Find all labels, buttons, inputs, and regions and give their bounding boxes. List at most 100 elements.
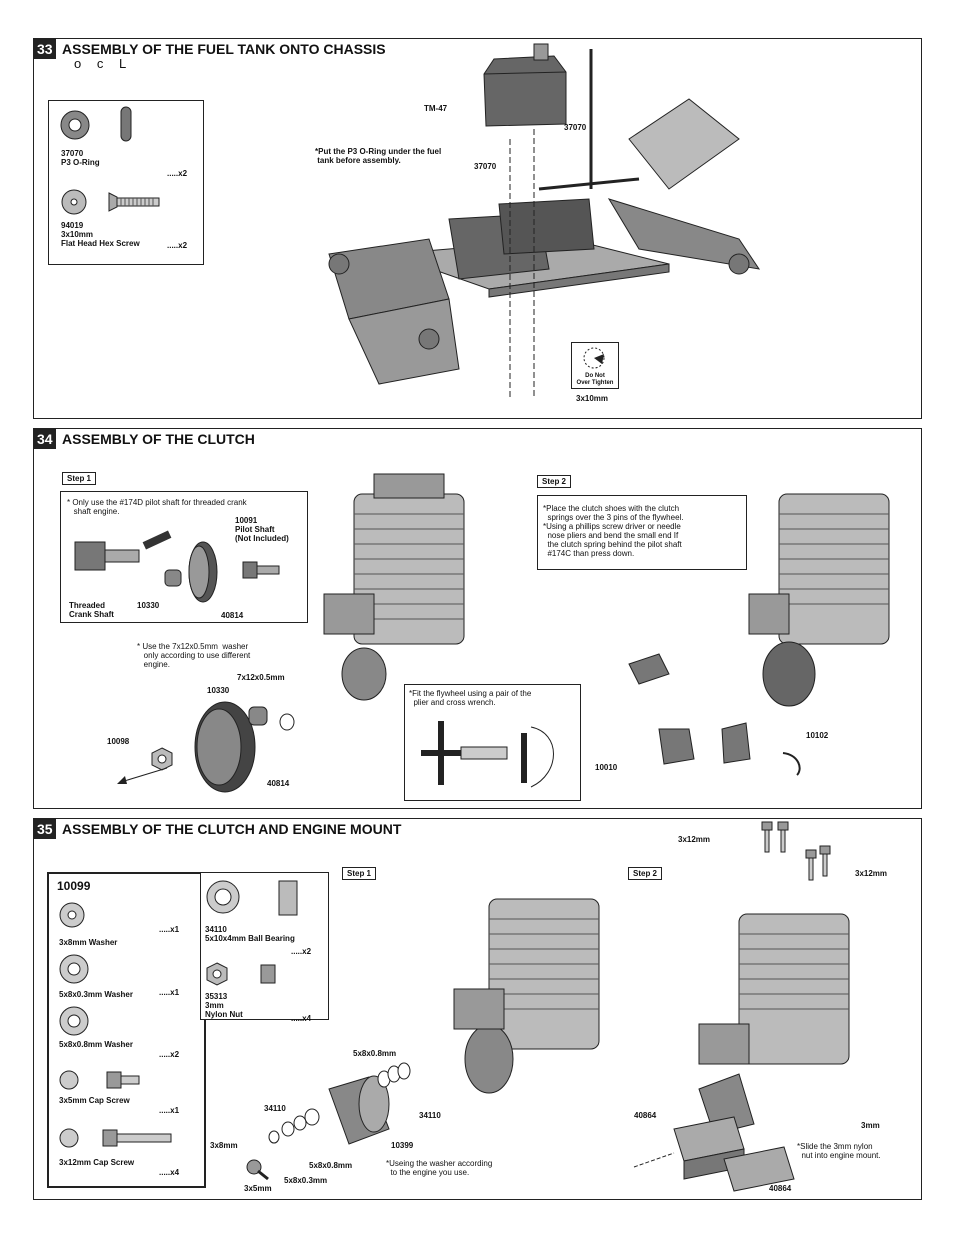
washer-label: 5x8x0.8mm [353, 1049, 397, 1058]
section-35-panel: 35 ASSEMBLY OF THE CLUTCH AND ENGINE MOU… [33, 818, 922, 1200]
engine-mount-label: 40864 [769, 1184, 792, 1193]
nut-qty: .....x4 [291, 1014, 312, 1023]
spacer-small-icon [248, 706, 268, 726]
do-not-overtighten-icon [583, 347, 605, 369]
part-qty: .....x4 [159, 1168, 180, 1177]
step-2-label: Step 2 [537, 475, 572, 488]
part-name: 3x8mm Washer [59, 938, 118, 947]
dashed-guide-lines [509, 129, 535, 399]
part-qty: .....x1 [159, 988, 180, 997]
part-name: P3 O-Ring [61, 158, 100, 167]
step-2-label: Step 2 [628, 867, 663, 880]
part-qty: .....x1 [159, 925, 180, 934]
flywheel-label: 40814 [267, 779, 290, 788]
section-title: ASSEMBLY OF THE FUEL TANK ONTO CHASSIS [62, 41, 386, 57]
clutch-shoe-icon [721, 722, 751, 764]
part-qty: .....x2 [167, 169, 188, 178]
washer-note: * Use the 7x12x0.5mm washer only accordi… [137, 642, 251, 669]
flat-head-screw-icon [108, 192, 160, 212]
section-title: ASSEMBLY OF THE CLUTCH AND ENGINE MOUNT [62, 821, 402, 837]
bearing-label: 34110 [264, 1104, 286, 1113]
clutch-shoe-label: 10102 [806, 731, 829, 740]
pilot-shaft-icon [242, 561, 280, 579]
clutch-shoe-note: *Place the clutch shoes with the clutch … [543, 504, 684, 558]
nut-icon [151, 747, 173, 771]
part-qty: .....x2 [167, 241, 188, 250]
part-name: 5x8x0.8mm Washer [59, 1040, 133, 1049]
bearing-label: 34110 5x10x4mm Ball Bearing [205, 925, 295, 943]
part-code: 37070 [61, 149, 84, 158]
spacer-icon [164, 569, 182, 587]
step-1-label: Step 1 [62, 472, 97, 485]
engine-mount-label: 40864 [634, 1111, 657, 1120]
washer-icon [61, 189, 87, 215]
flywheel-large-icon [194, 701, 256, 793]
washer-label: 5x8x0.8mm [309, 1161, 353, 1170]
nut-note: *Slide the 3mm nylon nut into engine mou… [797, 1142, 881, 1160]
clutch-shoe-icon [658, 728, 695, 765]
screw-label: 3x12mm [855, 869, 888, 878]
clutch-shoe-icon [628, 653, 670, 685]
o-ring-side-icon [120, 106, 132, 142]
engine-step2-illustration [748, 493, 890, 707]
pilot-shaft-note: * Only use the #174D pilot shaft for thr… [67, 498, 247, 516]
warning-text: Do Not Over Tighten [576, 373, 614, 386]
section-33-panel: 33 ASSEMBLY OF THE FUEL TANK ONTO CHASSI… [33, 38, 922, 419]
screw-label: 3x10mm [576, 394, 609, 403]
parts-bag-box: 10099 3x8mm Washer .....x1 5x8x0.3mm Was… [47, 872, 206, 1188]
cap-screw-short-icon [59, 1070, 140, 1090]
engine-illustration [323, 473, 465, 701]
flywheel-label: 40814 [221, 611, 244, 620]
antenna-tube [589, 49, 593, 189]
part-qty: .....x1 [159, 1106, 180, 1115]
section-number: 34 [34, 429, 56, 449]
washer-icon [59, 954, 89, 984]
part-name: 3x5mm Cap Screw [59, 1096, 130, 1105]
o-ring-icon [60, 110, 90, 140]
parts-bag-number: 10099 [57, 879, 91, 893]
engine-illustration [453, 898, 600, 1094]
o-ring-label: 37070 [474, 162, 497, 171]
clutch-bell-label: 10399 [391, 1141, 414, 1150]
section-title: ASSEMBLY OF THE CLUTCH [62, 431, 255, 447]
bearing-label: 34110 [419, 1111, 441, 1120]
cap-screws-icon [761, 821, 831, 881]
nylon-nut-icon [206, 962, 276, 986]
arrow-icon [117, 767, 168, 784]
part-name: Flat Head Hex Screw [61, 239, 140, 248]
clutch-bell-icon [328, 1075, 390, 1145]
section-number: 35 [34, 819, 56, 839]
nut-label: 35313 3mm Nylon Nut [205, 992, 243, 1019]
washer-icon [59, 902, 85, 928]
washer-icon [59, 1006, 89, 1036]
pilot-shaft-label: 10091 Pilot Shaft (Not Included) [235, 516, 289, 543]
part-code: 94019 [61, 221, 84, 230]
ball-bearing-icon [206, 880, 298, 916]
engine-step2-illustration [698, 913, 850, 1135]
part-name: 5x8x0.3mm Washer [59, 990, 133, 999]
flywheel-tool-note: *Fit the flywheel using a pair of the pl… [409, 689, 532, 707]
spacer-label: 10330 [137, 601, 160, 610]
threaded-crank-label: Threaded Crank Shaft [69, 601, 114, 619]
washer-stack-icon [268, 1062, 411, 1144]
washer-label: 3x8mm [210, 1141, 238, 1150]
cross-wrench-icon [421, 721, 554, 788]
screw-label: 3x12mm [678, 835, 711, 844]
torque-warning-box: Do Not Over Tighten [571, 342, 619, 389]
step-1-box: * Only use the #174D pilot shaft for thr… [60, 491, 308, 623]
clutch-spring-icon [782, 752, 801, 776]
section-34-panel: 34 ASSEMBLY OF THE CLUTCH Step 1 * Only … [33, 428, 922, 809]
engine-mount-icon [633, 1116, 795, 1192]
o-ring-label: 37070 [564, 123, 587, 132]
spacer-label: 10330 [207, 686, 230, 695]
cap-screw-icon [246, 1159, 269, 1181]
part-name: 3x12mm Cap Screw [59, 1158, 135, 1167]
section-number: 33 [34, 39, 56, 59]
washer-small-icon [279, 713, 295, 731]
o-ring-note: *Put the P3 O-Ring under the fuel tank b… [315, 147, 442, 165]
washer-label: 7x12x0.5mm [237, 673, 285, 682]
chassis-illustration [328, 98, 761, 385]
bearing-nut-box: 34110 5x10x4mm Ball Bearing .....x2 3531… [200, 872, 329, 1023]
part-size: 3x10mm [61, 230, 94, 239]
tank-label: TM-47 [424, 104, 448, 113]
